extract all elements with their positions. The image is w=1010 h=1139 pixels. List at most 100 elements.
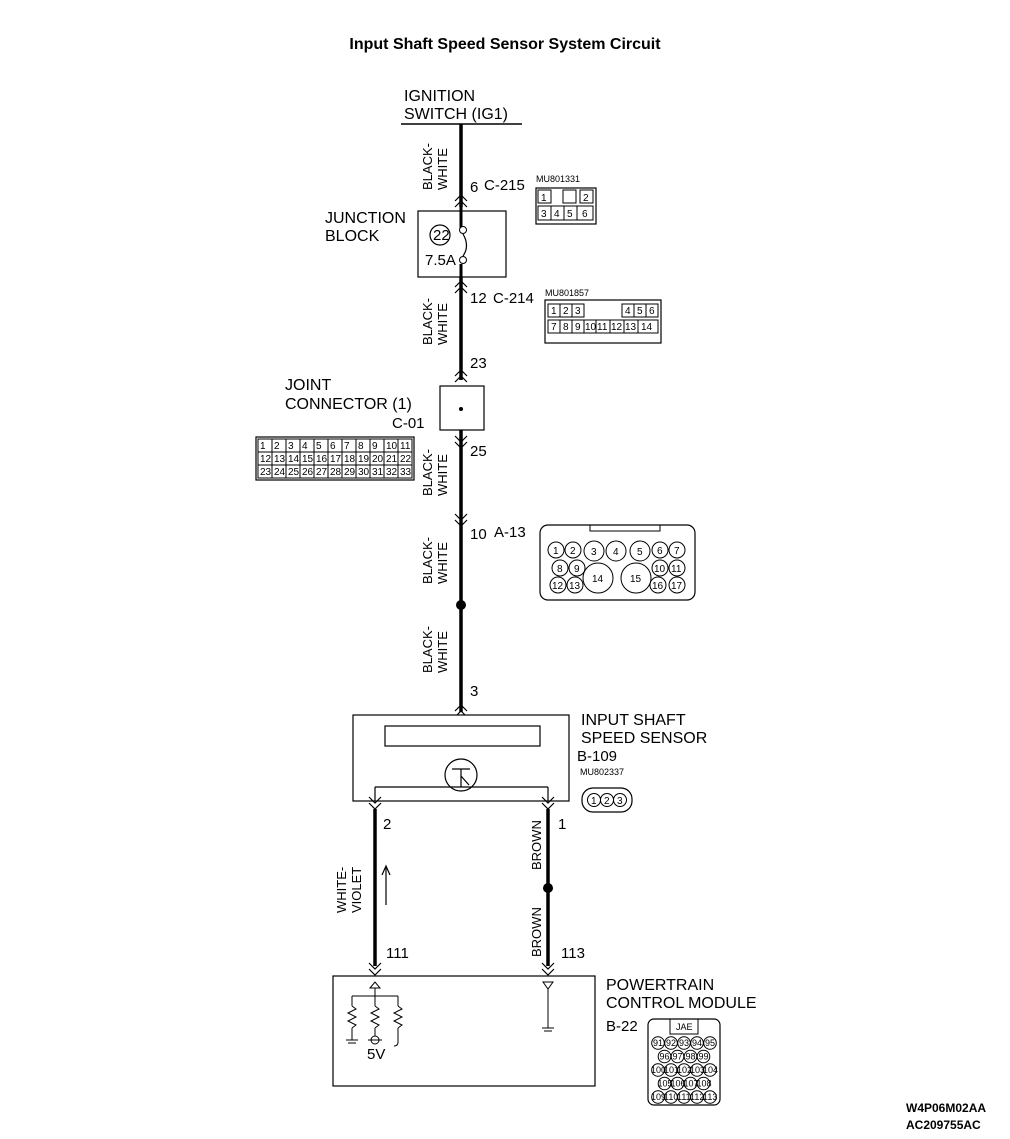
b22-pin-circle [703, 1063, 717, 1077]
svg-text:11: 11 [597, 322, 608, 333]
svg-text:3: 3 [541, 209, 547, 220]
a13-name: A-13 [494, 524, 526, 541]
a13-pin-circle [582, 562, 614, 594]
b22-pin-label: 96 [660, 1052, 670, 1062]
a13-pin-label: 12 [552, 581, 564, 592]
b22-pin-label: 95 [705, 1038, 715, 1048]
a13-pin-label: 10 [654, 564, 666, 575]
a13-pin-label: 3 [591, 547, 597, 558]
c01-pin-label: 9 [372, 441, 378, 452]
a13-pin-circle [549, 576, 567, 594]
pcm-label-2: CONTROL MODULE [606, 995, 757, 1012]
a13-pin-label: 5 [637, 547, 643, 558]
splice-point-2 [543, 883, 553, 893]
c215-connector-face: 1 2 3 4 5 6 [535, 187, 597, 225]
b22-pin-label: 105 [658, 1079, 673, 1089]
c01-pin-label: 2 [274, 441, 280, 452]
fuse-number-circle [429, 224, 451, 246]
c214-part: MU801857 [545, 288, 589, 298]
svg-text:3: 3 [575, 306, 581, 317]
svg-text:9: 9 [575, 322, 581, 333]
b22-pin-113: 113 [561, 945, 585, 962]
svg-text:5: 5 [637, 306, 643, 317]
c01-pin-label: 3 [288, 441, 294, 452]
c01-pin-label: 20 [372, 454, 384, 465]
fuse-terminal-bottom [459, 256, 467, 264]
svg-text:2: 2 [563, 306, 569, 317]
connector-mark-joint-in [454, 369, 468, 377]
svg-text:1: 1 [551, 306, 557, 317]
c01-pin-label: 11 [400, 441, 411, 452]
svg-text:BROWN: BROWN [529, 820, 544, 870]
b22-pin-label: 101 [664, 1065, 679, 1075]
svg-text:WHITE: WHITE [435, 454, 450, 496]
c01-pin-label: 25 [288, 467, 300, 478]
c01-pin-label: 6 [330, 441, 336, 452]
a13-pin-label: 4 [613, 547, 619, 558]
drawing-code: W4P06M02AA [906, 1101, 986, 1115]
b22-pin-label: 112 [690, 1092, 704, 1102]
svg-text:13: 13 [625, 322, 637, 333]
c01-pin-label: 33 [400, 467, 412, 478]
connector-mark-c215 [454, 194, 468, 202]
wire-color-label-brown-2: BROWN [529, 907, 544, 957]
connector-mark-b22-111 [368, 962, 382, 970]
c01-pin-label: 19 [358, 454, 370, 465]
a13-pin-circle [564, 541, 582, 559]
pcm-box [332, 975, 596, 1087]
junction-block-label-2: BLOCK [325, 228, 380, 245]
a13-pin-circle [620, 562, 652, 594]
b109-name: B-109 [577, 748, 617, 765]
fuse-terminal-top [459, 226, 467, 234]
sensor-element [384, 725, 541, 747]
b109-pin-1: 1 [558, 816, 566, 833]
svg-text:3: 3 [617, 796, 623, 807]
svg-text:5: 5 [567, 209, 573, 220]
c01-pin-label: 26 [302, 467, 314, 478]
c01-pin-label: 1 [260, 441, 266, 452]
svg-text:BLACK-: BLACK- [420, 537, 435, 584]
pcm-input-circuit [346, 981, 404, 1047]
b22-pin-label: 94 [692, 1038, 702, 1048]
c01-pin-label: 27 [316, 467, 328, 478]
page-title: Input Shaft Speed Sensor System Circuit [349, 36, 661, 53]
connector-mark-b109-3 [454, 704, 468, 712]
svg-text:8: 8 [563, 322, 569, 333]
b22-maker: JAE [676, 1022, 693, 1032]
a13-pin-circle [568, 559, 586, 577]
b22-pin-111: 111 [386, 945, 409, 962]
b22-pin-label: 111 [677, 1092, 691, 1102]
b109-pin-2: 2 [383, 816, 391, 833]
b22-pin-label: 99 [699, 1052, 709, 1062]
b22-pin-label: 106 [671, 1079, 686, 1089]
b22-pin-label: 92 [666, 1038, 676, 1048]
b109-part: MU802337 [580, 767, 624, 777]
b22-pin-circle [696, 1049, 711, 1064]
connector-mark-b109-1 [541, 796, 555, 804]
sensor-label-2: SPEED SENSOR [581, 730, 707, 747]
a13-pin-label: 9 [574, 564, 580, 575]
svg-text:4: 4 [554, 209, 560, 220]
c01-pin-label: 7 [344, 441, 350, 452]
fuse-icon [462, 233, 468, 257]
wire-color-label-4: BLACK- WHITE [420, 537, 450, 584]
pcm-voltage: 5V [367, 1046, 385, 1063]
a13-pin-label: 16 [652, 581, 664, 592]
b109-pin-3: 3 [470, 683, 478, 700]
c01-pin-label: 24 [274, 467, 286, 478]
b22-pin-label: 93 [679, 1038, 689, 1048]
connector-mark-b22-113 [541, 962, 555, 970]
connector-mark-c214 [454, 280, 468, 288]
pcm-ground-circuit [542, 981, 554, 1032]
b22-pin-label: 110 [664, 1092, 678, 1102]
svg-text:WHITE: WHITE [435, 631, 450, 673]
b22-pin-circle [696, 1076, 711, 1091]
joint-connector-label-2: CONNECTOR (1) [285, 396, 412, 413]
a13-pin-circle [649, 576, 667, 594]
a13-pin-circle [668, 576, 686, 594]
joint-pin-out: 25 [470, 443, 487, 460]
c01-pin-label: 13 [274, 454, 286, 465]
wire-color-label-5: BLACK- WHITE [420, 626, 450, 673]
